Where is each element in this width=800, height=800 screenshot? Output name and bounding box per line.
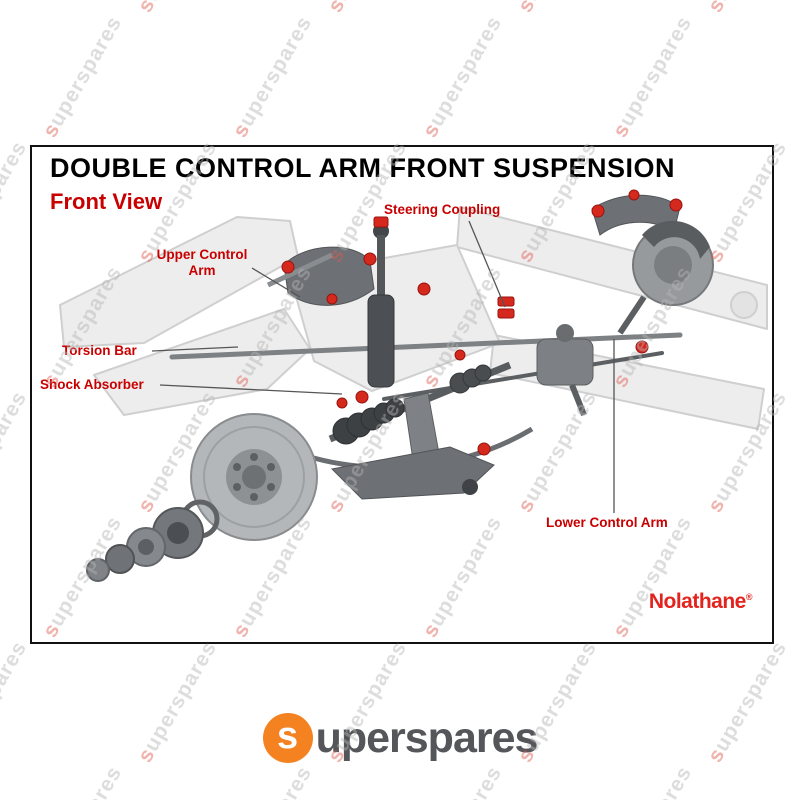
label-leader-lines: [151, 220, 615, 513]
label-steering-coupling: Steering Coupling: [384, 202, 501, 217]
label-shock-absorber: Shock Absorber: [40, 377, 144, 392]
label-lower-control-arm: Lower Control Arm: [546, 515, 668, 530]
suspension-illustration: [59, 189, 768, 582]
superspares-logo-mark: s: [262, 713, 313, 763]
watermark-text: superspares: [608, 12, 697, 142]
diagram-title: DOUBLE CONTROL ARM FRONT SUSPENSION: [50, 153, 676, 183]
label-upper-control-arm-line1: Upper Control: [156, 247, 248, 262]
watermark-text: superspares: [0, 137, 32, 256]
superspares-logo: s uperspares: [0, 708, 800, 768]
suspension-diagram: DOUBLE CONTROL ARM FRONT SUSPENSION Fron…: [30, 145, 774, 644]
label-upper-control-arm-line2: Arm: [188, 263, 216, 278]
nolathane-text: Nolathane: [648, 590, 747, 613]
watermark-text: superspares: [323, 0, 412, 17]
superspares-logo-initial: s: [277, 714, 299, 757]
watermark-text: superspares: [513, 0, 602, 17]
watermark-text: superspares: [0, 0, 32, 17]
label-upper-control-arm: Upper Control Arm: [137, 247, 267, 279]
watermark-text: superspares: [228, 12, 317, 142]
superspares-logo-text: uperspares: [315, 713, 539, 762]
watermark-text: superspares: [418, 12, 507, 142]
watermark-text: superspares: [38, 12, 127, 142]
diagram-subtitle: Front View: [50, 189, 163, 214]
nolathane-brand: Nolathane®: [648, 590, 753, 614]
label-torsion-bar: Torsion Bar: [62, 343, 137, 358]
watermark-text: superspares: [703, 0, 792, 17]
registered-mark: ®: [745, 592, 753, 602]
watermark-text: superspares: [0, 387, 32, 506]
watermark-text: superspares: [133, 0, 222, 17]
